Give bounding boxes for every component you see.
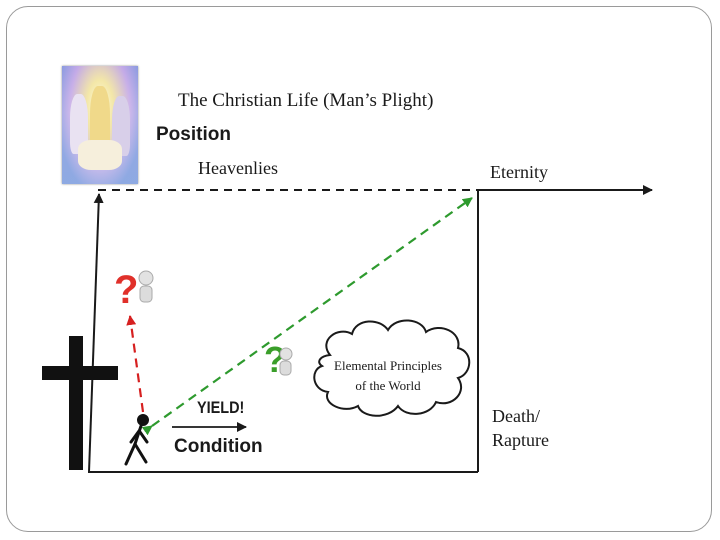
stick-figure-icon <box>126 416 148 465</box>
question-person-green-icon: ? <box>264 339 292 380</box>
question-person-red-icon: ? <box>114 268 153 312</box>
svg-text:?: ? <box>114 268 138 312</box>
left-vertical-line <box>89 194 99 472</box>
cross-icon <box>42 336 118 470</box>
cloud-label-line1: Elemental Principles <box>334 358 442 373</box>
red-dashed-arrow <box>130 316 143 412</box>
cloud-label-line2: of the World <box>355 378 421 393</box>
